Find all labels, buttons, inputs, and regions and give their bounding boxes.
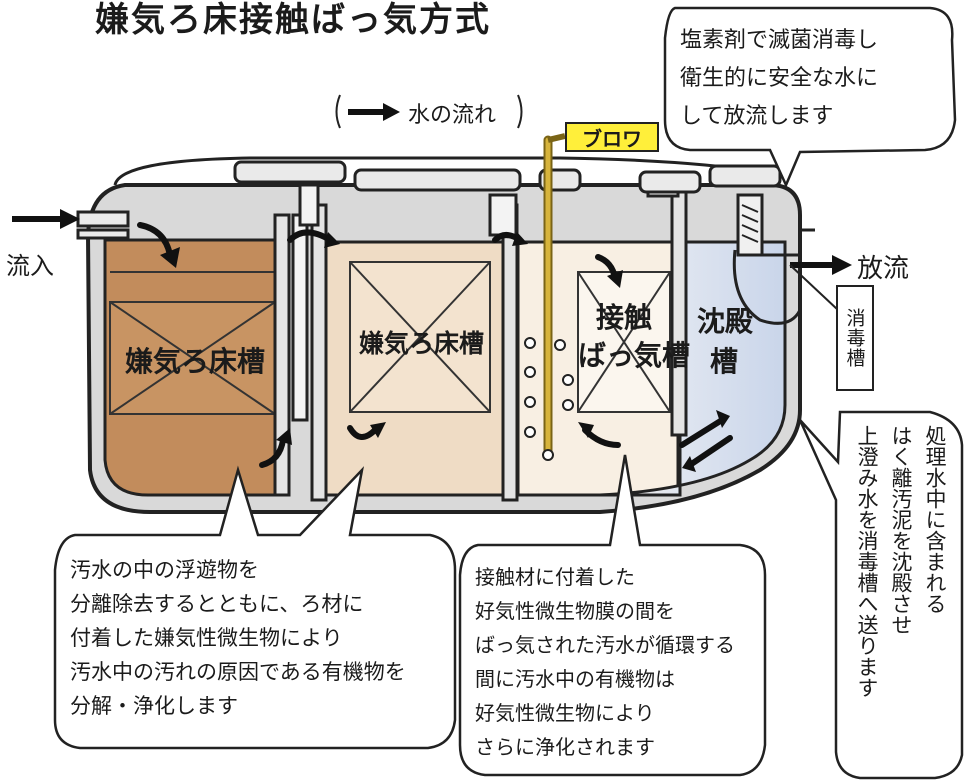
bubble-disinfection-text: 塩素剤で滅菌消毒し 衛生的に安全な水に して放流します [680,28,879,129]
diagram-title: 嫌気ろ床接触ばっ気方式 [95,0,491,40]
aeration-tank-label-line2: ばっ気槽 [578,339,691,372]
air-bubbles [524,337,574,461]
flow-legend-label: 水の流れ [408,103,497,128]
sedimentation-tank-label-line2: 槽 [710,345,739,378]
sedimentation-tank-label-line1: 沈殿 [697,305,754,338]
disinfection-unit [732,193,815,325]
blower-label: ブロワ [565,122,659,152]
aeration-tank-label-line1: 接触 [596,301,653,334]
contact-media [577,271,671,413]
bubble-aeration-text: 接触材に付着した 好気性微生物膜の間を ばっ気された汚水が循環する 間に汚水中の… [475,565,735,759]
inlet-label: 流入 [6,252,54,280]
anaerobic-tank-2-label: 嫌気ろ床槽 [359,329,485,358]
bubble-sedimentation-text: 処理水中に含まれる はく離汚泥を沈殿させ 上澄み水を消毒槽へ送ります [855,425,947,698]
bubble-anaerobic-text: 汚水の中の浮遊物を 分離除去するとともに、ろ材に 付着した嫌気性微生物により 汚… [70,558,406,718]
inlet-pipe [76,210,130,240]
anaerobic-tank-1-label: 嫌気ろ床槽 [125,345,266,378]
speech-bubbles [53,6,964,780]
filter-media-2 [349,261,491,413]
filter-media-1 [109,271,276,415]
outlet-label: 放流 [857,254,910,284]
disinfection-tank-label: 消毒槽 [836,285,874,391]
